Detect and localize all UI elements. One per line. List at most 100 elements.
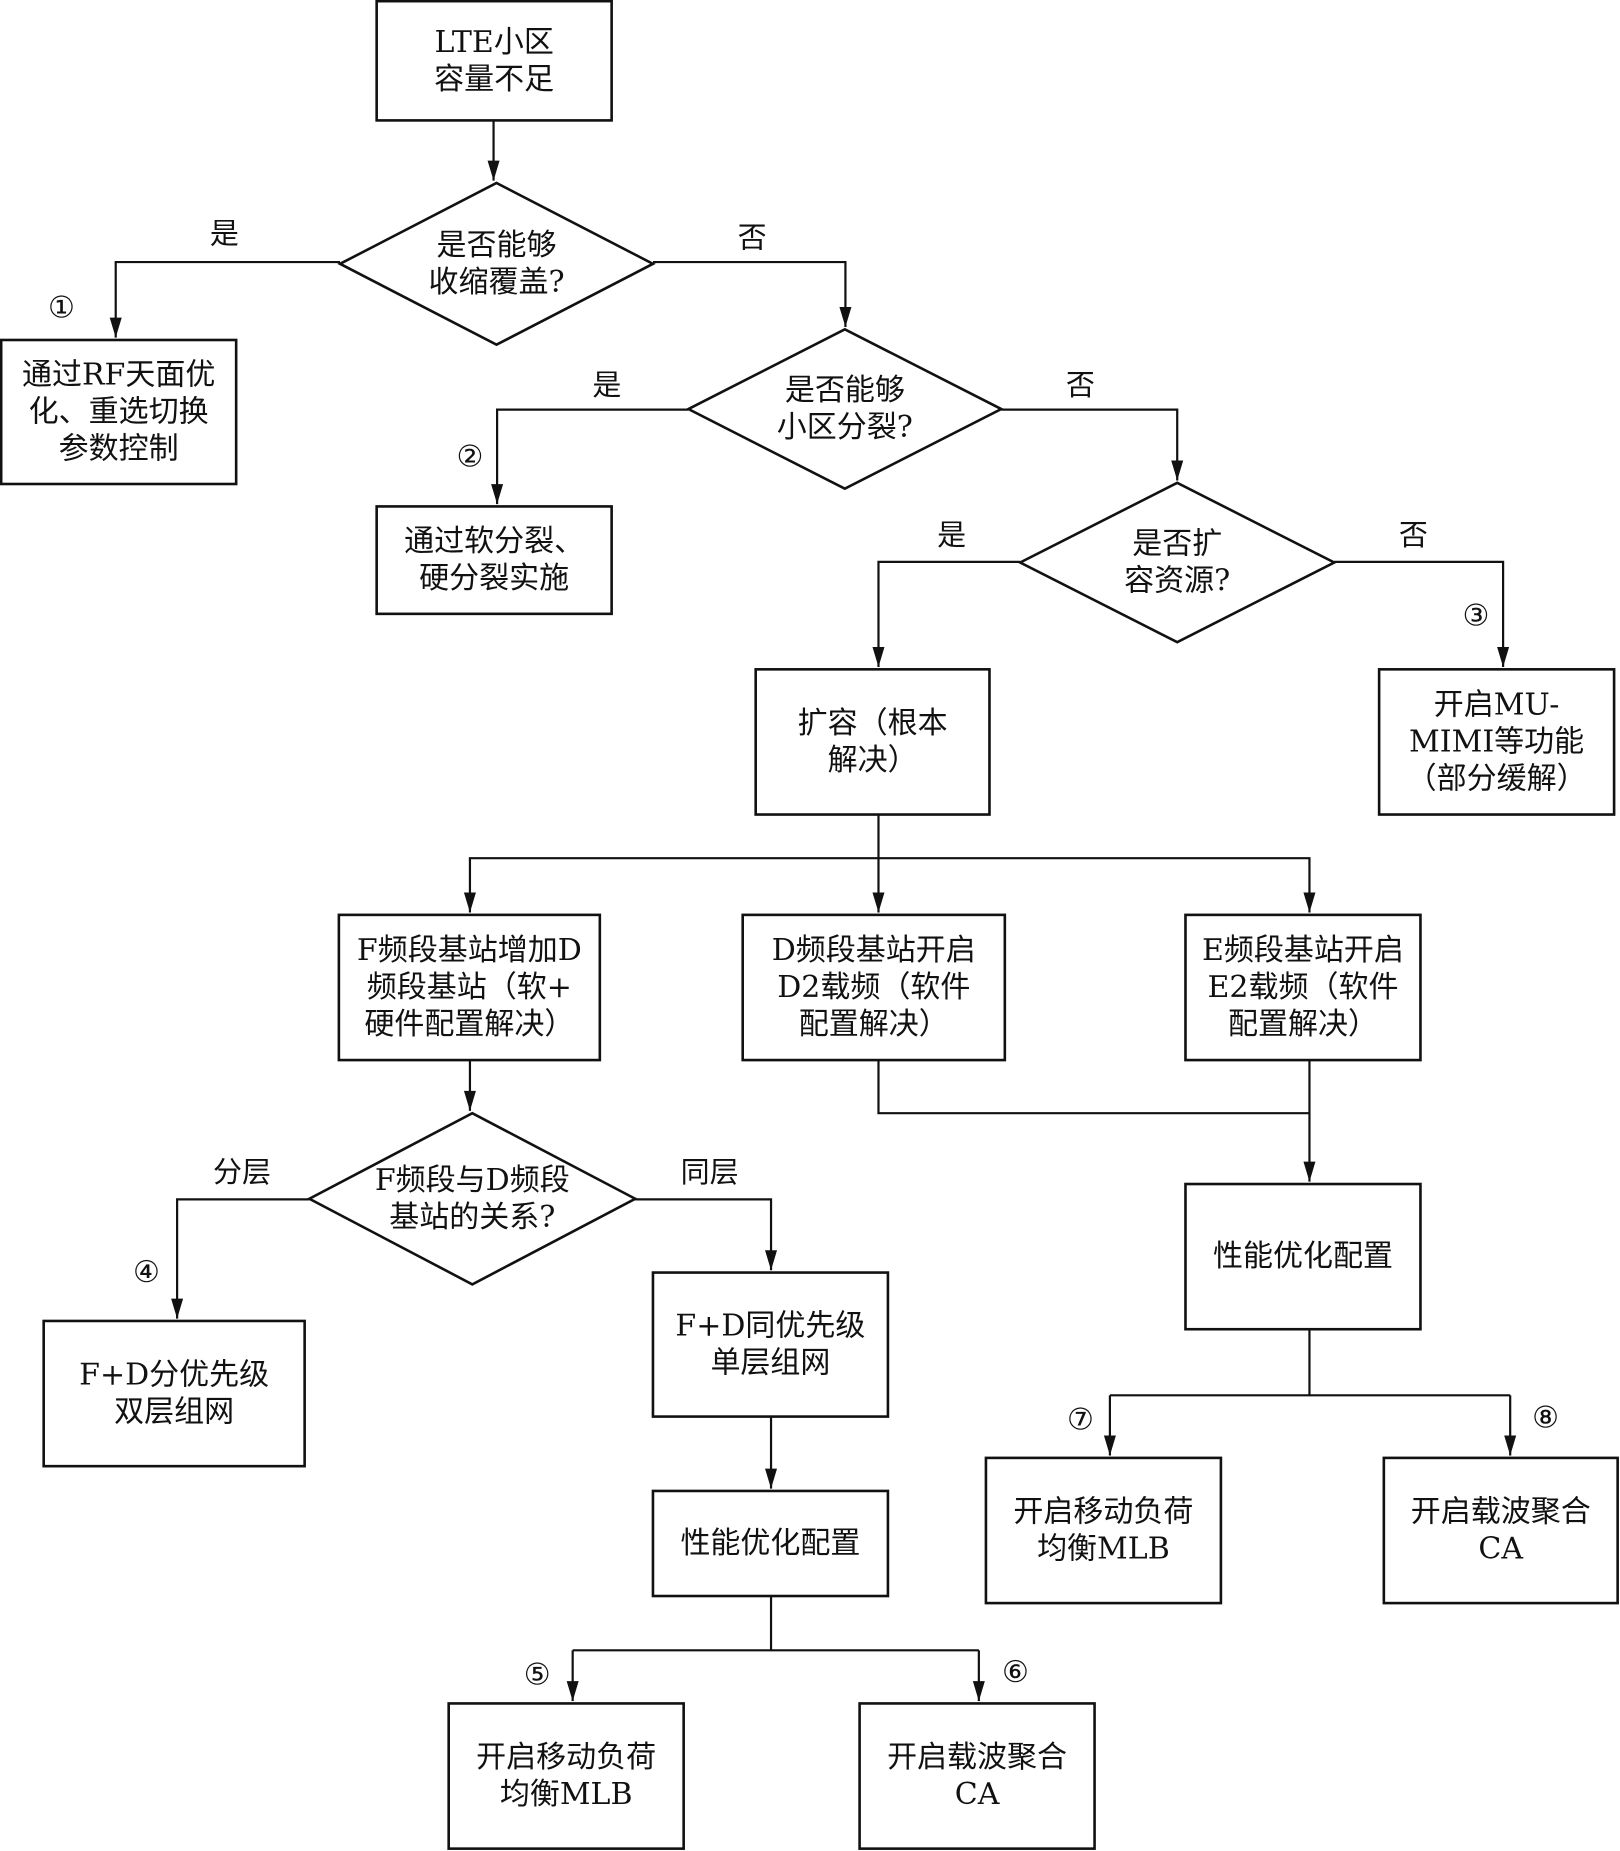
arrowhead — [1497, 646, 1510, 667]
arrowhead — [765, 1468, 778, 1489]
node-text-line: F频段与D频段 — [375, 1163, 570, 1198]
process-box — [741, 913, 1007, 1062]
connector-line — [495, 408, 689, 505]
node-text-line: CA — [955, 1777, 1000, 1812]
step-marker-m2: ② — [456, 439, 483, 474]
branch-label-d1-yes: 是 — [210, 217, 239, 251]
node-perf1: 性能优化配置 — [651, 1489, 890, 1598]
arrowhead — [872, 646, 885, 667]
process-box — [1382, 1456, 1619, 1605]
node-text-line: 配置解决） — [1228, 1007, 1378, 1042]
connector-line — [468, 857, 879, 913]
process-box — [858, 1702, 1096, 1850]
node-b3: 开启MU-MIMI等功能（部分缓解） — [1377, 668, 1616, 816]
process-box — [1184, 913, 1422, 1062]
arrowhead — [463, 1090, 476, 1111]
node-text-line: 性能优化配置 — [680, 1526, 860, 1561]
arrowhead — [566, 1681, 579, 1702]
connector-line — [877, 560, 1021, 667]
connector-line — [114, 260, 341, 338]
step-marker-m3: ③ — [1462, 599, 1489, 634]
step-marker-m5: ⑤ — [524, 1658, 551, 1693]
node-text-line: 开启移动负荷 — [1013, 1494, 1193, 1529]
node-text-line: F+D分优先级 — [79, 1358, 269, 1393]
node-text-line: 开启移动负荷 — [476, 1740, 656, 1775]
node-text-line: 性能优化配置 — [1213, 1239, 1393, 1274]
node-text-line: 开启载波聚合 — [1411, 1494, 1591, 1529]
node-text-line: E频段基站开启 — [1202, 933, 1404, 968]
process-box — [337, 913, 602, 1062]
arrowhead — [1303, 892, 1316, 913]
step-marker-m6: ⑥ — [1002, 1655, 1029, 1690]
node-text-line: 是否能够 — [437, 228, 557, 263]
branch-label-d2-no: 否 — [1066, 368, 1095, 402]
node-text-line: D频段基站开启 — [772, 933, 976, 968]
step-marker-m1: ① — [48, 291, 75, 326]
node-text-line: 双层组网 — [114, 1395, 234, 1430]
arrowhead — [1303, 1161, 1316, 1182]
connector-line — [176, 1198, 310, 1319]
node-text-line: 参数控制 — [59, 431, 179, 466]
process-box — [375, 0, 613, 122]
process-box — [651, 1489, 890, 1598]
node-text-line: 配置解决） — [799, 1007, 949, 1042]
branch-label-d4-left: 分层 — [213, 1155, 271, 1189]
node-text-line: 扩容（根本 — [798, 706, 948, 741]
arrowhead — [109, 317, 122, 338]
node-text-line: D2载频（软件 — [777, 970, 970, 1005]
arrowhead — [487, 160, 500, 181]
node-text-line: 基站的关系? — [389, 1200, 555, 1235]
node-text-line: 通过RF天面优 — [22, 357, 215, 392]
arrowhead — [872, 892, 885, 913]
process-box — [1377, 668, 1616, 816]
node-text-line: 是否能够 — [785, 373, 905, 408]
step-marker-m4: ④ — [133, 1255, 160, 1290]
arrowhead — [1103, 1435, 1116, 1456]
node-text-line: 均衡MLB — [1037, 1531, 1170, 1566]
process-box — [754, 668, 991, 816]
node-text-line: LTE小区 — [434, 25, 553, 60]
decision-diamond — [306, 1111, 639, 1286]
node-text-line: 通过软分裂、 — [404, 524, 584, 559]
process-box — [0, 338, 238, 486]
step-marker-m7: ⑦ — [1067, 1403, 1094, 1438]
node-text-line: F频段基站增加D — [357, 933, 582, 968]
connector-line — [1334, 560, 1505, 667]
decision-diamond — [1017, 481, 1338, 644]
process-box — [447, 1702, 685, 1850]
node-text-line: 开启载波聚合 — [887, 1740, 1067, 1775]
connector-line — [877, 1060, 1310, 1115]
arrowhead — [839, 306, 852, 327]
node-text-line: 频段基站（软+ — [367, 970, 572, 1005]
step-marker-m8: ⑧ — [1532, 1400, 1559, 1435]
node-text-line: F+D同优先级 — [675, 1309, 865, 1344]
branch-label-d3-yes: 是 — [937, 518, 966, 552]
arrowhead — [765, 1250, 778, 1271]
node-text-line: 是否扩 — [1132, 527, 1222, 562]
arrowhead — [171, 1298, 184, 1319]
process-box — [984, 1456, 1223, 1605]
arrowhead — [491, 484, 504, 505]
node-text-line: 硬件配置解决） — [364, 1007, 574, 1042]
connector-lines — [109, 120, 1517, 1702]
arrowhead — [463, 892, 476, 913]
node-text-line: （部分缓解） — [1407, 761, 1587, 796]
node-text-line: 容资源? — [1124, 564, 1230, 599]
node-b2: 通过软分裂、硬分裂实施 — [375, 505, 613, 616]
